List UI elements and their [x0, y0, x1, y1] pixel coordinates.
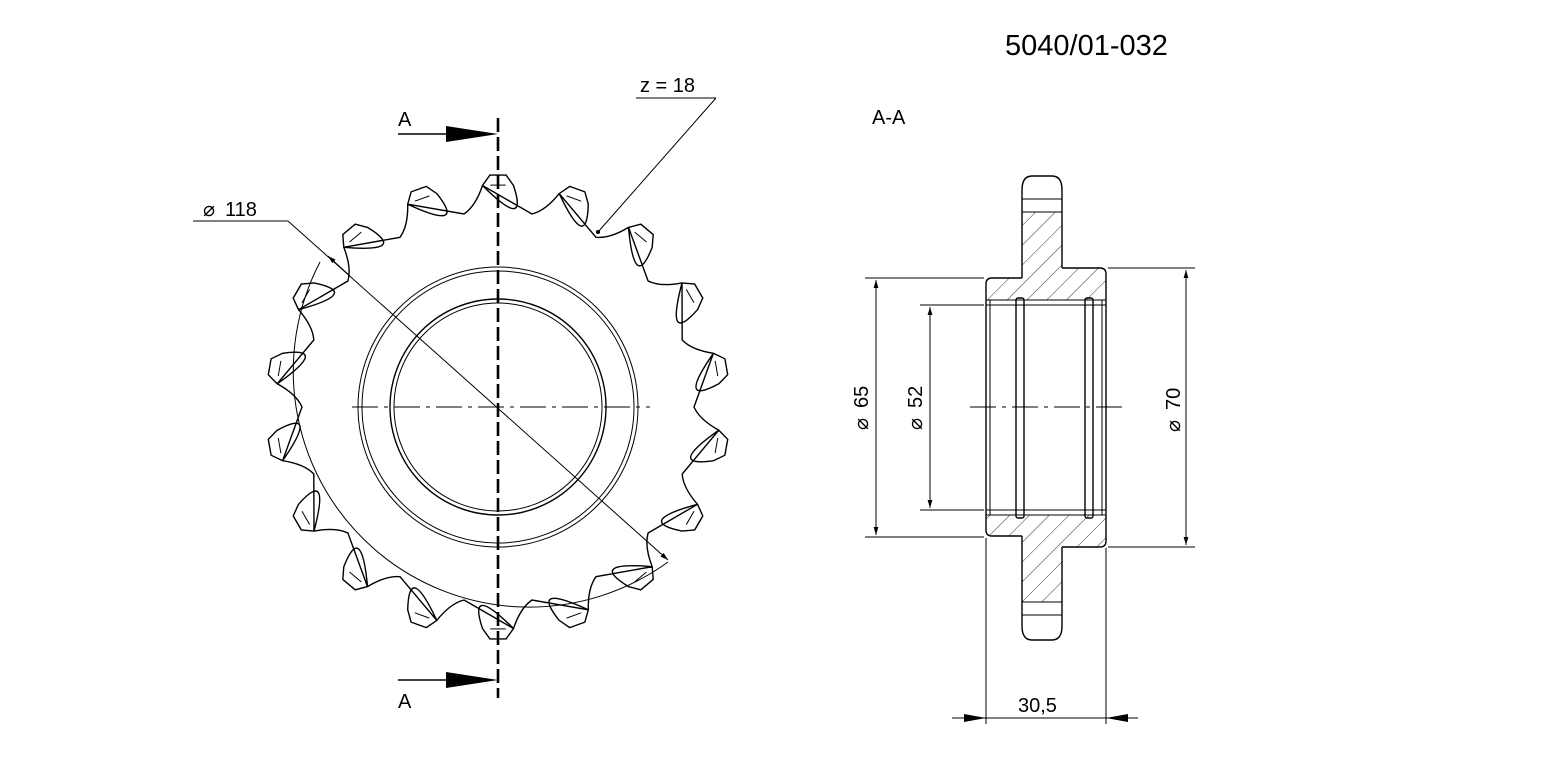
diameter-118-label: 118 [225, 199, 257, 221]
tooth-tip-chamfer [277, 360, 282, 377]
diameter-118-dimension-line [287, 220, 669, 561]
section-lower-tooth-outline [1021, 536, 1063, 641]
tooth-tip-chamfer [634, 571, 647, 583]
sprocket-tooth-tips [277, 184, 719, 630]
tooth-tip-chamfer [634, 231, 647, 243]
section-arrow-bottom-head [446, 672, 498, 688]
tooth-tip-chamfer [685, 289, 695, 304]
dim-52-label: 52 [905, 386, 927, 408]
dim-65-symbol: ⌀ [851, 418, 873, 430]
section-hatch-lower [986, 515, 1106, 602]
part-number: 5040/01-032 [1005, 30, 1168, 62]
tooth-tip-chamfer [301, 510, 311, 525]
section-hatch-upper [986, 212, 1106, 300]
dim-52-symbol: ⌀ [905, 418, 927, 430]
section-marker-top: A [398, 109, 412, 131]
section-marker-bottom: A [398, 691, 412, 713]
tooth-tip-chamfer [301, 289, 311, 304]
dim-70-label: 70 [1163, 388, 1185, 410]
tooth-count-label: z = 18 [640, 75, 695, 97]
dim-305-label: 30,5 [1018, 695, 1057, 717]
tooth-tip-chamfer [714, 437, 719, 454]
tooth-tip-chamfer [566, 195, 582, 202]
tooth-count-leader-dot [596, 230, 600, 234]
tooth-tip-chamfer [414, 195, 430, 202]
diameter-118-dimension-line-start [327, 255, 351, 277]
tooth-tip-chamfer [414, 612, 430, 619]
outer-diameter-arc [292, 261, 669, 608]
dim-70-symbol: ⌀ [1163, 420, 1185, 432]
tooth-tip-chamfer [349, 231, 362, 243]
tooth-tip-chamfer [277, 437, 282, 454]
sprocket-front-view: ⌀ 118 z = 18 A A [193, 75, 729, 713]
dim-305-arrow-right [1106, 714, 1128, 722]
tooth-tip-chamfer [685, 510, 695, 525]
section-groove-right [1084, 297, 1094, 519]
section-arrow-top-head [446, 126, 498, 142]
dim-65-label: 65 [851, 386, 873, 408]
tooth-tip-chamfer [566, 612, 582, 619]
sprocket-teeth-outline [267, 174, 729, 640]
section-upper-tooth-outline [1021, 175, 1063, 278]
dim-305-arrow-left [964, 714, 986, 722]
tooth-count-leader-diag [597, 97, 717, 233]
section-title: A-A [872, 107, 906, 129]
section-view-a-a: A-A ⌀ 65 ⌀ 52 [851, 107, 1195, 724]
tooth-tip-chamfer [714, 360, 719, 377]
section-groove-left [1015, 297, 1025, 519]
diameter-118-symbol: ⌀ [203, 199, 215, 221]
tooth-tip-chamfer [349, 571, 362, 583]
